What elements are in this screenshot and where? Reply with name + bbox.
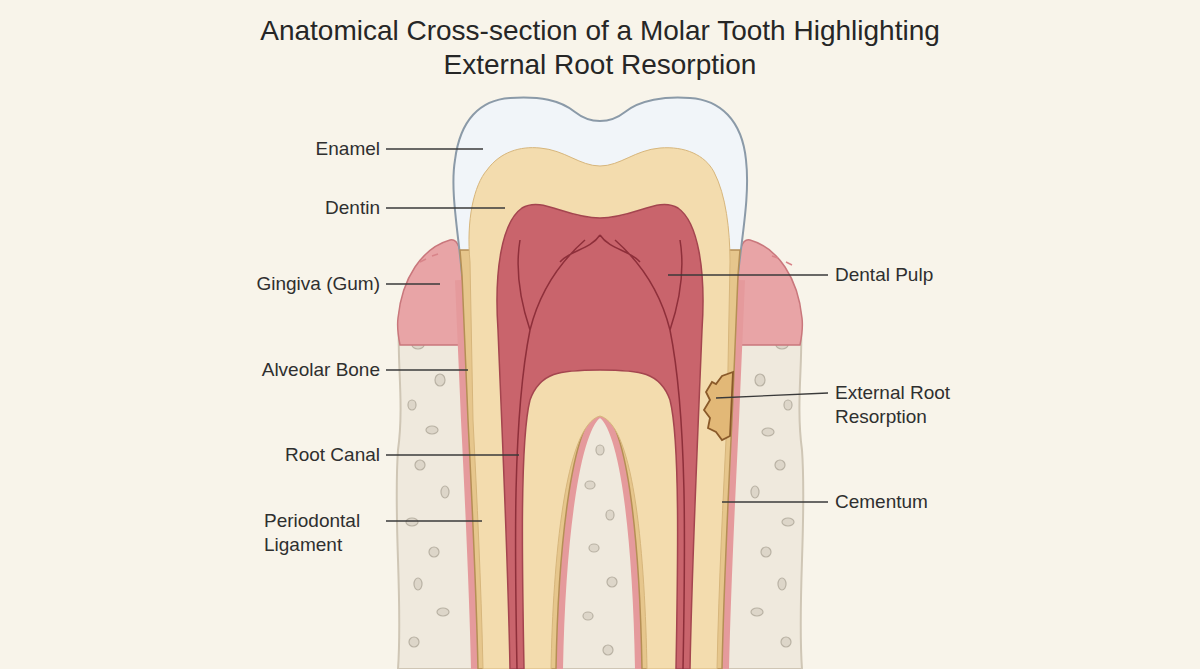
- part-label: Root Canal: [285, 443, 380, 467]
- part-label: Enamel: [316, 137, 380, 161]
- part-label: Cementum: [835, 490, 928, 514]
- pulp-vessels: [515, 235, 684, 669]
- resorption-lesion: [704, 372, 733, 440]
- part-label: External Root Resorption: [835, 381, 995, 429]
- diagram-title: Anatomical Cross-section of a Molar Toot…: [250, 14, 950, 82]
- leader-lines: [386, 149, 828, 521]
- part-label: Dentin: [325, 196, 380, 220]
- dental-pulp: [497, 204, 703, 669]
- dentin: [469, 148, 730, 669]
- part-label: Alveolar Bone: [262, 358, 380, 382]
- part-label: Gingiva (Gum): [256, 272, 380, 296]
- part-label: Periodontal Ligament: [264, 509, 384, 557]
- part-label: Dental Pulp: [835, 263, 933, 287]
